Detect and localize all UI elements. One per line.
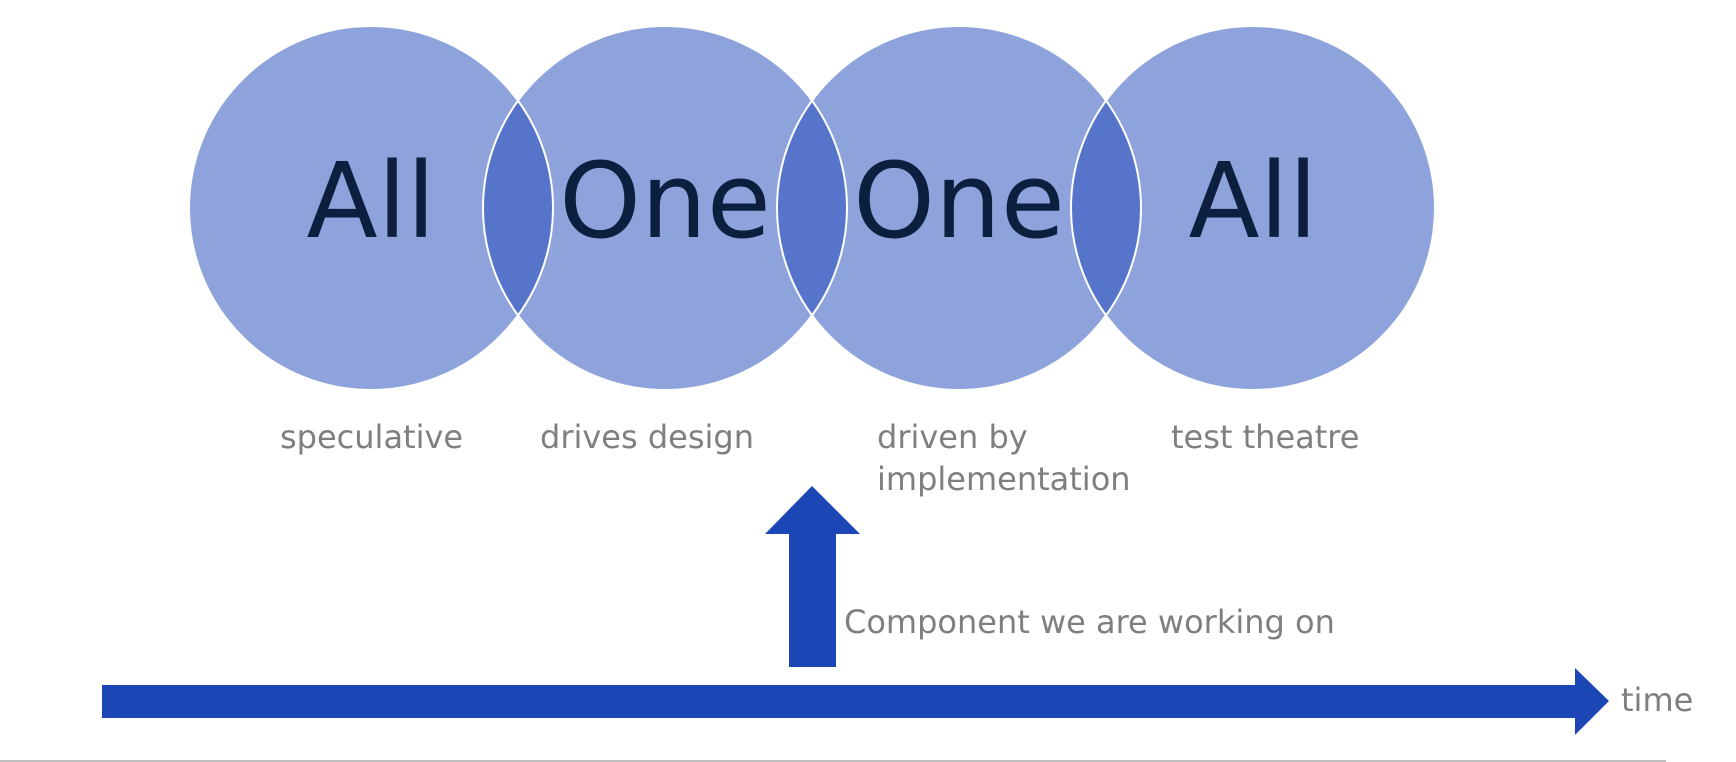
caption-test-theatre: test theatre <box>1171 418 1359 456</box>
caption-speculative: speculative <box>280 418 463 456</box>
circle-4-outline <box>1070 25 1436 391</box>
circle-2-outline <box>482 25 848 391</box>
circle-3 <box>777 26 1141 390</box>
circle-group <box>189 26 1435 390</box>
circle-2-label: One <box>559 140 771 262</box>
caption-driven-by-line-1: driven by <box>877 418 1028 456</box>
caption-drives-design: drives design <box>540 418 754 456</box>
pointer-label: Component we are working on <box>844 603 1335 641</box>
time-arrow-icon <box>102 668 1609 735</box>
circle-1 <box>189 26 553 390</box>
up-arrow-icon <box>765 486 860 667</box>
circle-1-outline <box>188 25 554 391</box>
circle-3-outline <box>776 25 1142 391</box>
circle-outlines <box>188 25 1436 391</box>
caption-driven-by-line-2: implementation <box>877 460 1131 498</box>
time-axis-label: time <box>1621 681 1693 719</box>
circle-4 <box>1071 26 1435 390</box>
circle-3-label: One <box>853 140 1065 262</box>
circle-4-label: All <box>1189 140 1318 262</box>
circle-2 <box>483 26 847 390</box>
circle-1-label: All <box>307 140 436 262</box>
